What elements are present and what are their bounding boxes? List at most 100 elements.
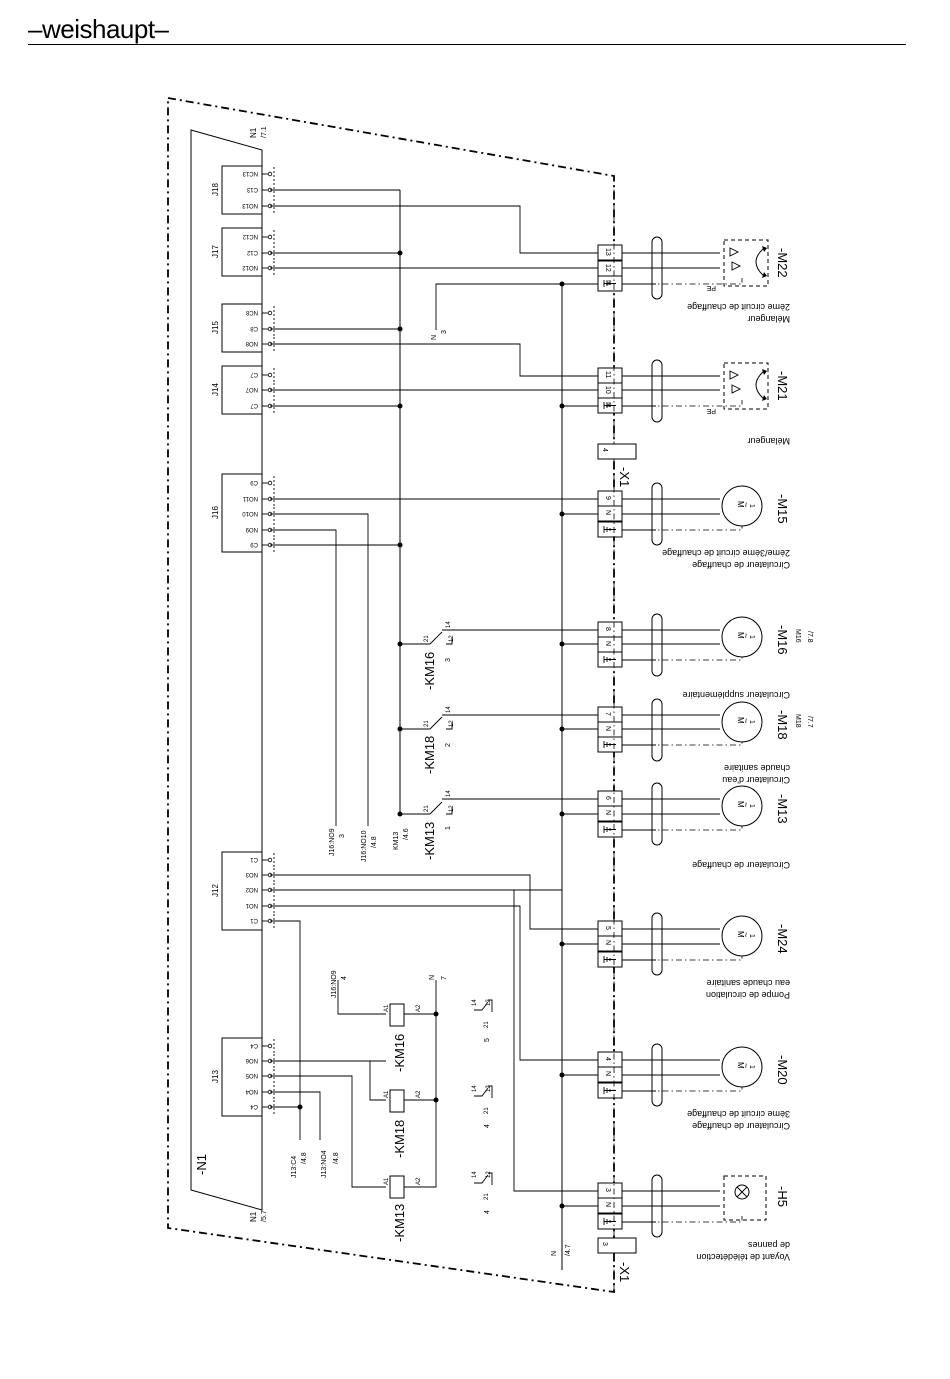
km13-c21: 21 bbox=[424, 805, 430, 812]
km13-c12: 12 bbox=[449, 805, 455, 812]
device-m15-desc1: Circulateur de chauffage bbox=[692, 560, 790, 570]
connector-j14 bbox=[221, 365, 263, 415]
coil-km13-c14: 14 bbox=[472, 1171, 478, 1178]
km13-col: 1 bbox=[445, 826, 452, 830]
motor-m18-m: M bbox=[736, 717, 745, 724]
motor-m24-phase: 1 bbox=[748, 934, 755, 938]
terminal-m16-pe-symbol bbox=[603, 656, 616, 663]
ref-km13: KM13 bbox=[393, 832, 400, 850]
km18-c14: 14 bbox=[446, 706, 452, 713]
cable-m20-wires bbox=[622, 1059, 720, 1092]
device-m16-name: -M16 bbox=[775, 625, 790, 655]
motor-m15-tilde: ~ bbox=[741, 502, 751, 507]
cable-m24-pe-wire bbox=[622, 954, 743, 961]
mixer-m21-frame bbox=[723, 362, 769, 410]
device-m16-page: /7.8 bbox=[806, 631, 813, 643]
terminal-m18-pe-symbol bbox=[603, 741, 616, 748]
connector-j16 bbox=[221, 473, 263, 553]
terminal-m22-n: N bbox=[604, 280, 611, 285]
ref-j16no10: J16:NO10 bbox=[361, 830, 368, 862]
terminal-m16-num: 8 bbox=[604, 627, 611, 631]
pin-terminal bbox=[267, 234, 273, 240]
device-h5-desc2: de pannes bbox=[747, 1240, 790, 1250]
terminal-m20-num: 4 bbox=[604, 1057, 611, 1061]
pin-label: NO12 bbox=[242, 264, 258, 270]
cable-m22-wires bbox=[622, 252, 720, 285]
device-m24-desc2: eau chaude sanitaire bbox=[706, 978, 790, 988]
coil-contact-km13 bbox=[474, 1172, 493, 1185]
pin-label: C9 bbox=[250, 479, 258, 485]
pin-terminal bbox=[267, 1043, 273, 1049]
coil-km18-c14: 14 bbox=[472, 1085, 478, 1092]
n1-label: -N1 bbox=[194, 1154, 209, 1175]
coil-km16-label: -KM16 bbox=[392, 1034, 407, 1072]
terminal-h5-pe-symbol bbox=[603, 1218, 616, 1225]
motor-m20-phase: 1 bbox=[748, 1065, 755, 1069]
mixer-m22-arrow-icon bbox=[762, 246, 767, 278]
connector-j15-name: J15 bbox=[211, 321, 220, 334]
motor-m20-tilde: ~ bbox=[741, 1063, 751, 1068]
coil-km13-label: -KM13 bbox=[392, 1204, 407, 1242]
pin-label: C1 bbox=[250, 856, 258, 862]
pin-label: C12 bbox=[246, 249, 258, 255]
pin-label: NC8 bbox=[245, 309, 258, 315]
device-m21-desc1: Mélangeur bbox=[747, 436, 790, 446]
coil-km13 bbox=[389, 1175, 405, 1199]
coil-km18-label: -KM18 bbox=[392, 1120, 407, 1158]
terminal-m22-num: 13 bbox=[604, 248, 611, 256]
connector-j14-name: J14 bbox=[211, 383, 220, 396]
cable-m16-pe-wire bbox=[622, 654, 743, 661]
device-m18-name: -M18 bbox=[775, 710, 790, 740]
x1-box-top bbox=[597, 443, 637, 460]
motor-m18-tilde: ~ bbox=[741, 718, 751, 723]
coil-km16-c14: 14 bbox=[472, 999, 478, 1006]
cable-m20-pe-wire bbox=[622, 1085, 743, 1092]
motor-m13-phase: 1 bbox=[748, 804, 755, 808]
pin-label: NO1 bbox=[245, 902, 258, 908]
motor-m15-phase: 1 bbox=[748, 504, 755, 508]
brand-name: weishaupt bbox=[41, 14, 155, 44]
terminal-m24-num: 5 bbox=[604, 926, 611, 930]
terminal-m24-cell bbox=[597, 935, 623, 952]
pin-label: C9 bbox=[250, 541, 258, 547]
device-m24-desc1: Pompe de circulation bbox=[706, 990, 790, 1000]
motor-m20-m: M bbox=[736, 1062, 745, 1069]
connector-j18 bbox=[221, 165, 263, 215]
mixer-m21-valve-icon bbox=[729, 370, 742, 394]
n1-bottom-ref-name: N1 bbox=[249, 1211, 258, 1222]
motor-m15-m: M bbox=[736, 501, 745, 508]
ref-n7: N bbox=[429, 975, 436, 980]
coil-km18-c12: 12 bbox=[486, 1085, 492, 1092]
cable-m18-sleeve bbox=[651, 698, 663, 762]
coil-km13-col: 4 bbox=[484, 1210, 491, 1214]
pin-label: NO6 bbox=[245, 1057, 258, 1063]
cable-m18-pe-wire bbox=[622, 739, 743, 746]
junction-dots bbox=[297, 250, 565, 1209]
pin-terminal bbox=[267, 857, 273, 863]
device-m20-desc1: Circulateur de chauffage bbox=[692, 1121, 790, 1131]
n1-board bbox=[190, 129, 263, 1211]
device-m18-desc2: chaude sanitaire bbox=[724, 763, 790, 773]
device-m20-desc2: 3ème circuit de chauffage bbox=[687, 1109, 790, 1119]
terminal-m15-cell bbox=[597, 505, 623, 522]
device-m24-name: -M24 bbox=[775, 924, 790, 954]
cable-m24-wires bbox=[622, 928, 720, 961]
km18-contact-label: -KM18 bbox=[422, 736, 437, 774]
x1-box-bottom bbox=[597, 1237, 637, 1254]
pin-label: NO7 bbox=[245, 386, 258, 392]
device-m20-name: -M20 bbox=[775, 1055, 790, 1085]
pin-label: C7 bbox=[250, 371, 258, 377]
mixer-m22-frame bbox=[723, 239, 769, 287]
cable-m16-wires bbox=[622, 629, 720, 661]
connector-j15 bbox=[221, 303, 263, 353]
page-header: –weishaupt– bbox=[28, 12, 908, 48]
pin-label: C4 bbox=[250, 1103, 258, 1109]
pin-label: C7 bbox=[250, 402, 258, 408]
pin-label: NO9 bbox=[245, 526, 258, 532]
cable-m21-wires bbox=[622, 375, 720, 407]
device-m21-name: -M21 bbox=[775, 371, 790, 401]
n1-top-ref-name: N1 bbox=[249, 127, 258, 138]
km18-col: 2 bbox=[445, 743, 452, 747]
coil-km16-a1: A1 bbox=[384, 1004, 390, 1012]
